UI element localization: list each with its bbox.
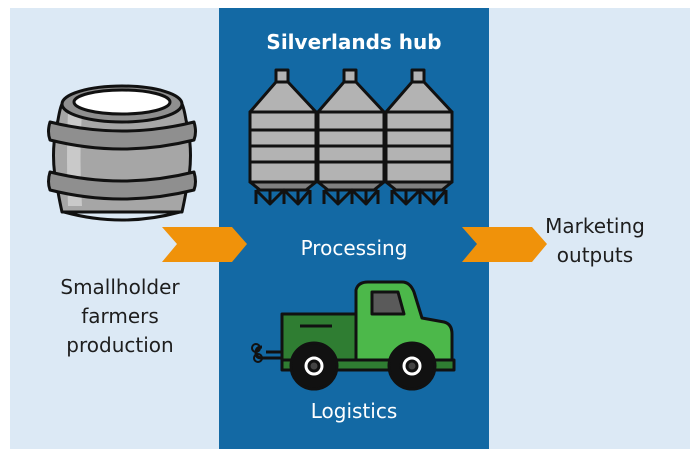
silo bbox=[384, 68, 454, 206]
arrow-right-icon bbox=[162, 227, 247, 262]
marketing-label: Marketing outputs bbox=[505, 212, 685, 270]
smallholder-label-line2: farmers bbox=[81, 304, 159, 328]
processing-label: Processing bbox=[300, 236, 408, 260]
smallholder-label-line3: production bbox=[66, 333, 174, 357]
logistics-label: Logistics bbox=[310, 399, 398, 423]
barrel-icon bbox=[47, 84, 197, 222]
hub-title: Silverlands hub bbox=[266, 30, 442, 54]
marketing-label-line1: Marketing bbox=[545, 214, 645, 238]
smallholder-label: Smallholder farmers production bbox=[20, 273, 220, 360]
silos-icon bbox=[248, 68, 454, 206]
marketing-label-line2: outputs bbox=[556, 243, 634, 267]
silo bbox=[316, 68, 386, 206]
truck-icon bbox=[251, 280, 456, 391]
arrow-right-icon bbox=[462, 227, 547, 262]
silo bbox=[248, 68, 318, 206]
smallholder-label-line1: Smallholder bbox=[60, 275, 180, 299]
